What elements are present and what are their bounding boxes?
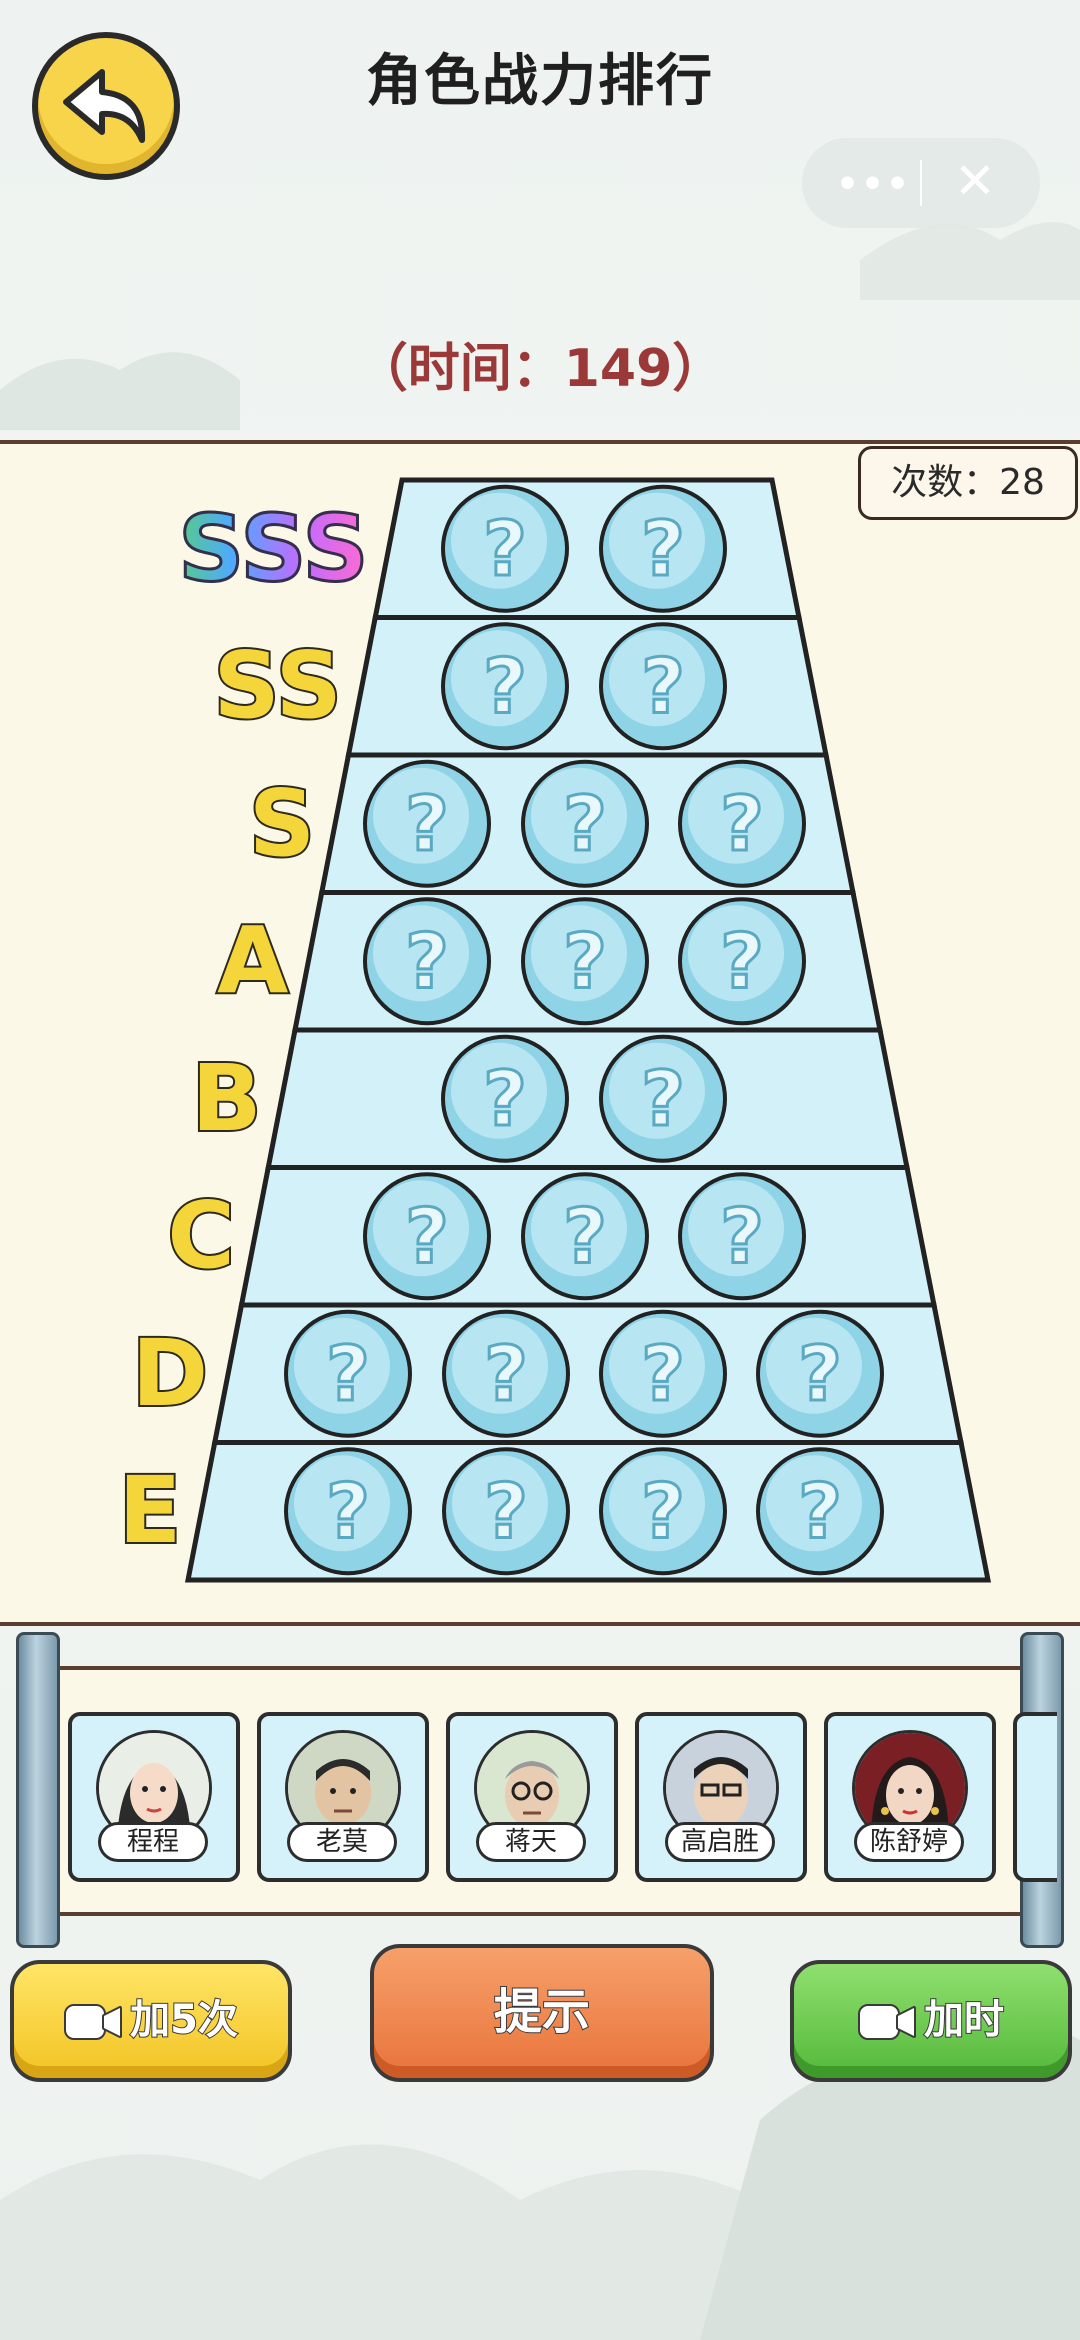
question-mark-icon: ? [641,641,685,730]
hint-label: 提示 [493,1983,591,2041]
question-mark-icon: ? [483,504,527,593]
question-mark-icon: ? [405,1191,449,1280]
tier-ss-slot-2[interactable]: ? [599,622,727,751]
scroll-roller-left [16,1632,60,1948]
character-card-1[interactable]: 程程 [68,1712,240,1882]
page-title: 角色战力排行 [366,49,714,114]
tier-b-slot-1[interactable]: ? [441,1034,569,1163]
timer-text: （时间：149） [355,339,725,399]
question-mark-icon: ? [484,1329,528,1418]
tier-row-sss [372,477,803,620]
attempt-counter: 次数：28 [858,446,1078,520]
close-icon[interactable]: ✕ [954,152,996,210]
character-card-5[interactable]: 陈舒婷 [824,1712,996,1882]
question-mark-icon: ? [483,1054,527,1143]
tier-d-slot-2[interactable]: ? [442,1309,570,1438]
tier-pyramid: ??????????????????????? [184,477,992,1583]
question-mark-icon: ? [483,641,527,730]
tier-e-slot-4[interactable]: ? [756,1447,884,1576]
tier-label-sss: SSS [29,497,371,600]
tier-a-slot-3[interactable]: ? [678,897,806,1026]
tier-e-slot-3[interactable]: ? [599,1447,727,1576]
question-mark-icon: ? [798,1329,842,1418]
back-arrow-icon [63,69,146,143]
tier-d-slot-1[interactable]: ? [284,1309,412,1438]
tier-label-ss: SS [211,632,343,740]
question-mark-icon: ? [641,504,685,593]
character-card-partial[interactable] [1013,1712,1057,1882]
add-tries-label: 加5次 [129,1996,239,2044]
question-mark-icon: ? [798,1466,842,1555]
add-time-button[interactable]: 加时 [790,1960,1072,2082]
tier-label-d: D [130,1319,210,1427]
tier-s-slot-3[interactable]: ? [678,759,806,888]
question-mark-icon: ? [641,1329,685,1418]
back-button[interactable] [32,32,180,180]
tier-ss-slot-1[interactable]: ? [441,622,569,751]
question-mark-icon: ? [563,916,607,1005]
tier-sss-slot-1[interactable]: ? [441,484,569,613]
video-camera-icon [64,2004,123,2040]
tier-s-slot-1[interactable]: ? [363,759,491,888]
tier-b-slot-2[interactable]: ? [599,1034,727,1163]
tier-c-slot-2[interactable]: ? [521,1172,649,1301]
add-time-label: 加时 [923,1996,1005,2044]
tier-label-e: E [117,1457,184,1565]
character-name: 程程 [98,1822,208,1862]
mini-program-capsule: ••• ✕ [802,138,1040,228]
tier-sss-slot-2[interactable]: ? [599,484,727,613]
character-name: 高启胜 [665,1822,775,1862]
question-mark-icon: ? [563,1191,607,1280]
question-mark-icon: ? [563,779,607,868]
tier-a-slot-1[interactable]: ? [363,897,491,1026]
tier-e-slot-1[interactable]: ? [284,1447,412,1576]
question-mark-icon: ? [720,1191,764,1280]
tier-label-c: C [165,1182,237,1290]
tier-label-s: S [247,769,317,877]
character-name: 陈舒婷 [854,1822,964,1862]
character-card-4[interactable]: 高启胜 [635,1712,807,1882]
question-mark-icon: ? [405,779,449,868]
tier-label-a: A [215,907,290,1015]
tier-s-slot-2[interactable]: ? [521,759,649,888]
question-mark-icon: ? [641,1054,685,1143]
tier-row-ss [345,615,830,758]
question-mark-icon: ? [641,1466,685,1555]
tier-row-b [265,1027,911,1170]
character-name: 蒋天 [476,1822,586,1862]
character-card-3[interactable]: 蒋天 [446,1712,618,1882]
character-name: 老莫 [287,1822,397,1862]
video-camera-icon [858,2004,916,2040]
question-mark-icon: ? [484,1466,528,1555]
add-tries-button[interactable]: 加5次 [10,1960,292,2082]
question-mark-icon: ? [720,916,764,1005]
tier-c-slot-1[interactable]: ? [363,1172,491,1301]
question-mark-icon: ? [720,779,764,868]
character-card-2[interactable]: 老莫 [257,1712,429,1882]
tier-a-slot-2[interactable]: ? [521,897,649,1026]
capsule-divider [920,160,922,206]
tier-c-slot-3[interactable]: ? [678,1172,806,1301]
tier-label-b: B [190,1044,264,1152]
tier-d-slot-4[interactable]: ? [756,1309,884,1438]
question-mark-icon: ? [326,1466,370,1555]
question-mark-icon: ? [326,1329,370,1418]
question-mark-icon: ? [405,916,449,1005]
tier-e-slot-2[interactable]: ? [442,1447,570,1576]
tier-d-slot-3[interactable]: ? [599,1309,727,1438]
more-icon[interactable]: ••• [836,164,912,205]
hint-button[interactable]: 提示 [370,1944,714,2082]
